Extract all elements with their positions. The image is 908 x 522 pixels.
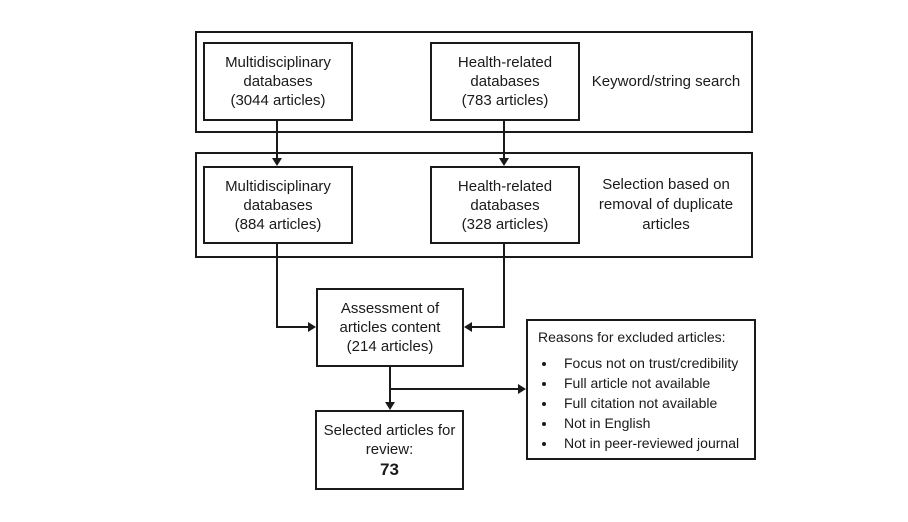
connector-health-to-assessment-vline — [503, 244, 505, 328]
box-multidisciplinary-dedup: Multidisciplinary databases (884 article… — [203, 166, 353, 244]
label-keyword-search: Keyword/string search — [580, 31, 752, 133]
box-line: Health-related — [457, 177, 553, 195]
excluded-bullet: Full citation not available — [557, 394, 746, 413]
box-health-search: Health-related databases (783 articles) — [430, 42, 580, 121]
label-line: Keyword/string search — [591, 73, 741, 90]
box-line: databases — [470, 196, 540, 214]
label-line: removal of duplicate — [598, 196, 734, 213]
excluded-bullet: Not in peer-reviewed journal — [557, 434, 746, 453]
arrowhead-down-icon — [499, 158, 509, 166]
box-multidisciplinary-search: Multidisciplinary databases (3044 articl… — [203, 42, 353, 121]
selected-count: 73 — [380, 459, 399, 479]
box-line: review: — [365, 440, 414, 458]
arrowhead-right-icon — [518, 384, 526, 394]
excluded-bullet: Focus not on trust/credibility — [557, 354, 746, 373]
box-line: Multidisciplinary — [225, 54, 331, 71]
arrow-health-to-dedup-line — [503, 121, 505, 159]
box-selected: Selected articles for review: 73 — [315, 410, 464, 490]
label-dedup: Selection based on removal of duplicate … — [580, 152, 752, 258]
arrowhead-left-icon — [464, 322, 472, 332]
box-line: articles content — [339, 319, 441, 336]
box-line: Assessment of — [340, 300, 440, 317]
box-line: (214 articles) — [346, 338, 434, 355]
excluded-title: Reasons for excluded articles: — [538, 329, 726, 345]
box-assessment: Assessment of articles content (214 arti… — [316, 288, 464, 367]
arrow-assessment-to-excluded-line — [389, 388, 519, 390]
arrow-assessment-to-selected-line — [389, 367, 391, 403]
connector-health-to-assessment-hline — [471, 326, 505, 328]
box-line: (783 articles) — [461, 92, 549, 109]
arrow-multi-to-dedup-line — [276, 121, 278, 159]
box-excluded-reasons: Reasons for excluded articles: Focus not… — [526, 319, 756, 460]
box-line: databases — [470, 73, 540, 90]
box-line: Health-related — [457, 54, 553, 71]
label-line: Selection based on — [602, 176, 730, 193]
box-line: (328 articles) — [461, 215, 549, 233]
arrowhead-down-icon — [385, 402, 395, 410]
box-line: databases — [243, 73, 313, 90]
box-line: (884 articles) — [234, 215, 322, 233]
connector-multi-to-assessment-vline — [276, 244, 278, 328]
label-line: articles — [642, 216, 690, 233]
box-health-dedup: Health-related databases (328 articles) — [430, 166, 580, 244]
arrowhead-right-icon — [308, 322, 316, 332]
arrowhead-down-icon — [272, 158, 282, 166]
excluded-bullet: Not in English — [557, 414, 746, 433]
excluded-bullet-list: Focus not on trust/credibility Full arti… — [538, 354, 746, 453]
connector-multi-to-assessment-hline — [276, 326, 310, 328]
box-line: Multidisciplinary — [225, 177, 331, 195]
box-line: Selected articles for — [323, 421, 456, 439]
box-line: (3044 articles) — [230, 92, 326, 109]
excluded-bullet: Full article not available — [557, 374, 746, 393]
box-line: databases — [243, 196, 313, 214]
